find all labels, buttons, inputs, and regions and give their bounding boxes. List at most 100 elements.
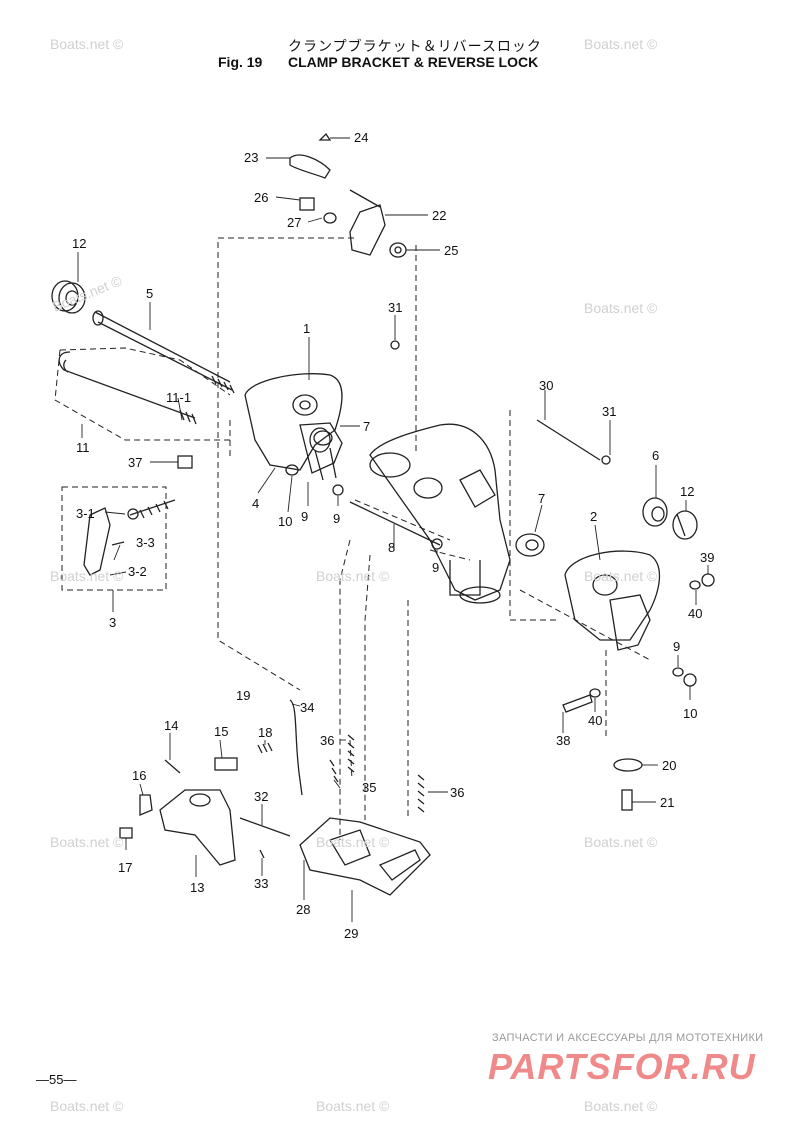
- part-7-bush-right: [515, 533, 545, 557]
- part-18-spring: [257, 742, 273, 754]
- callout-29: 29: [344, 926, 358, 941]
- callout-21: 21: [660, 795, 674, 810]
- callout-3-2: 3-2: [128, 564, 147, 579]
- brand-logo[interactable]: PARTSFOR.RU: [488, 1046, 756, 1087]
- callout-30: 30: [539, 378, 553, 393]
- callout-12-right: 12: [680, 484, 694, 499]
- callout-36-upper: 36: [320, 733, 334, 748]
- callout-8: 8: [388, 540, 395, 555]
- callout-25: 25: [444, 243, 458, 258]
- title-japanese: クランプブラケット＆リバースロック: [288, 38, 542, 54]
- callout-11-1: 11-1: [166, 390, 191, 405]
- callout-12-left: 12: [72, 236, 86, 251]
- figure-number: Fig. 19: [218, 54, 263, 70]
- title-english: CLAMP BRACKET & REVERSE LOCK: [288, 54, 539, 70]
- callout-16: 16: [132, 768, 146, 783]
- part-22-plate: [349, 204, 386, 256]
- part-36-spring-lower: [417, 774, 425, 813]
- callout-17: 17: [118, 860, 132, 875]
- part-28-29-reverse-lock: [299, 817, 431, 896]
- part-31-clip-upper: [390, 340, 400, 350]
- page-number: —55—: [36, 1072, 77, 1087]
- part-23-lever: [289, 154, 331, 179]
- part-40-washer-lower: [589, 688, 601, 698]
- part-6-bush: [642, 497, 668, 527]
- callout-9-d: 9: [673, 639, 680, 654]
- brand-tagline: ЗАПЧАСТИ И АКСЕССУАРЫ ДЛЯ МОТОТЕХНИКИ: [492, 1032, 764, 1044]
- watermark: Boats.net ©: [316, 1098, 390, 1114]
- callout-10-left: 10: [278, 514, 292, 529]
- callout-31-lower: 31: [602, 404, 616, 419]
- callout-39: 39: [700, 550, 714, 565]
- callout-20: 20: [662, 758, 676, 773]
- callout-9-b: 9: [333, 511, 340, 526]
- callout-28: 28: [296, 902, 310, 917]
- watermark: Boats.net ©: [584, 834, 658, 850]
- callout-15: 15: [214, 724, 228, 739]
- watermark: Boats.net ©: [50, 568, 124, 584]
- part-35-spring: [329, 759, 339, 783]
- callout-24: 24: [354, 130, 368, 145]
- part-25-washer: [389, 242, 407, 258]
- part-40-washer-upper: [689, 580, 701, 590]
- callout-38: 38: [556, 733, 570, 748]
- part-32-shaft: [239, 817, 291, 837]
- part-38-bolt: [562, 694, 593, 713]
- callout-34: 34: [300, 700, 314, 715]
- callout-26: 26: [254, 190, 268, 205]
- part-1-clamp-bracket: [244, 373, 343, 481]
- part-9-washer-b: [431, 538, 443, 550]
- callout-35: 35: [362, 780, 376, 795]
- part-7-bush-left: [309, 427, 331, 453]
- callout-27: 27: [287, 215, 301, 230]
- part-24-pin: [318, 132, 332, 141]
- part-33-pin: [259, 849, 265, 859]
- part-9-washer-a: [332, 484, 344, 496]
- watermark: Boats.net ©: [50, 36, 124, 52]
- swivel-housing: [369, 423, 511, 604]
- callout-18: 18: [258, 725, 272, 740]
- part-15-pin: [214, 757, 238, 771]
- part-10-nut-right: [683, 673, 697, 687]
- watermark: Boats.net ©: [584, 568, 658, 584]
- part-21-bolt: [621, 789, 633, 811]
- part-3-group: [83, 499, 176, 576]
- callout-3: 3: [109, 615, 116, 630]
- watermark: Boats.net ©: [316, 568, 390, 584]
- callout-9-c: 9: [432, 560, 439, 575]
- part-31-clip-lower: [601, 455, 611, 465]
- part-37-spacer: [177, 455, 193, 469]
- callout-33: 33: [254, 876, 268, 891]
- watermark: Boats.net ©: [316, 834, 390, 850]
- callout-6: 6: [652, 448, 659, 463]
- part-13-tilt-support: [159, 789, 236, 866]
- part-11-hooked-rod: [58, 351, 197, 425]
- callout-13: 13: [190, 880, 204, 895]
- watermark: Boats.net ©: [50, 1098, 124, 1114]
- part-5-long-rod: [92, 310, 235, 394]
- part-26-bolt: [299, 197, 315, 211]
- callout-10-right: 10: [683, 706, 697, 721]
- callout-36-lower: 36: [450, 785, 464, 800]
- part-20-cap: [613, 758, 643, 772]
- callout-7-left: 7: [363, 419, 370, 434]
- watermark: Boats.net ©: [50, 834, 124, 850]
- callout-4: 4: [252, 496, 259, 511]
- callout-labels: 1 2 3 3-1 3-2 3-3 4 5 6 7 7 8 9 9 9 9 10…: [72, 130, 714, 941]
- callout-3-3: 3-3: [136, 535, 155, 550]
- callout-19: 19: [236, 688, 250, 703]
- part-12-collar-left: [51, 280, 86, 314]
- part-12-collar-right: [672, 510, 698, 540]
- callout-9-a: 9: [301, 509, 308, 524]
- callout-22: 22: [432, 208, 446, 223]
- watermark: Boats.net ©: [584, 1098, 658, 1114]
- callout-3-1: 3-1: [76, 506, 95, 521]
- part-36-spring-upper: [347, 734, 355, 773]
- part-9-washer-right: [672, 667, 684, 677]
- part-8-rod: [349, 501, 441, 546]
- callout-31-upper: 31: [388, 300, 402, 315]
- callout-1: 1: [303, 321, 310, 336]
- callout-5: 5: [146, 286, 153, 301]
- part-27-washer: [323, 212, 337, 224]
- watermark: Boats.net ©: [584, 36, 658, 52]
